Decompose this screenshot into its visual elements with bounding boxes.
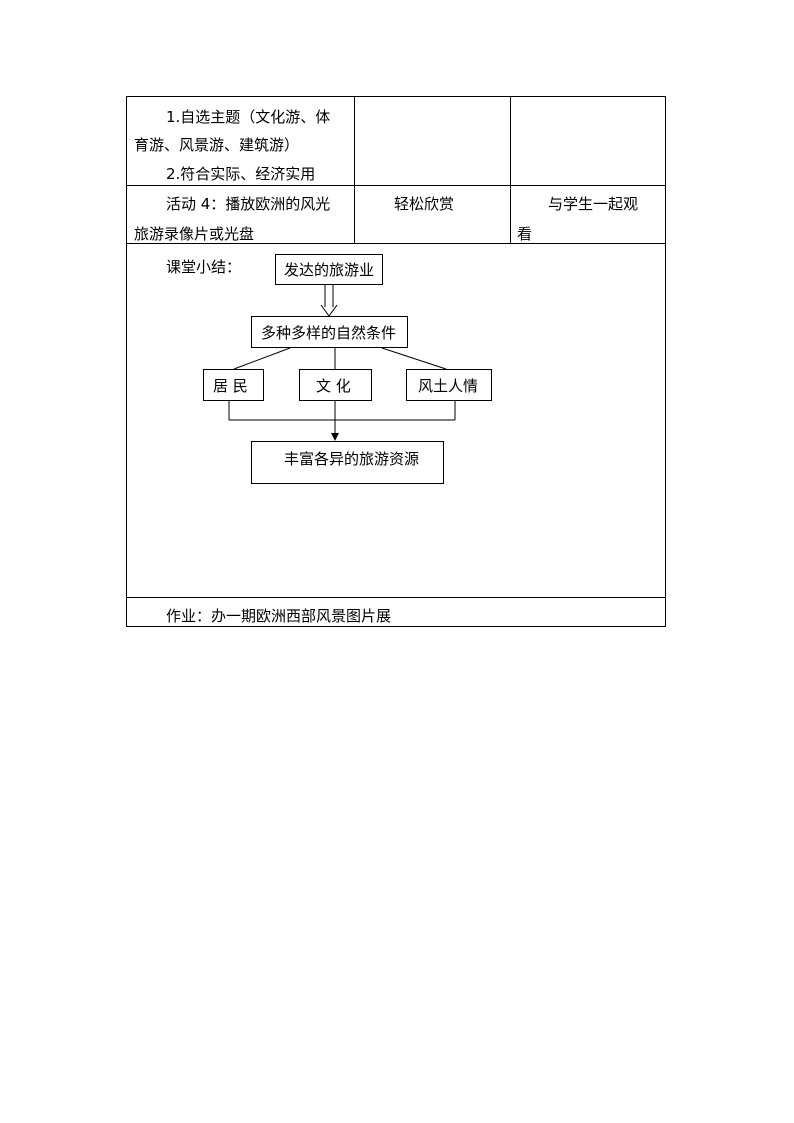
lesson-table bbox=[126, 96, 666, 627]
diagram-branch-right-box: 风土人情 bbox=[406, 369, 492, 401]
student-activity: 轻松欣赏 bbox=[394, 195, 455, 213]
diagram-bottom-box: 丰富各异的旅游资源 bbox=[251, 441, 444, 484]
summary-label: 课堂小结： bbox=[166, 258, 242, 276]
diagram-branch-right-text: 风土人情 bbox=[418, 376, 479, 395]
arrow-head bbox=[331, 433, 339, 441]
requirement-line-2: 育游、风景游、建筑游） bbox=[134, 136, 300, 154]
diagram-bottom-text: 丰富各异的旅游资源 bbox=[284, 450, 420, 468]
activity-line-1: 活动 4：播放欧洲的风光 bbox=[166, 195, 331, 213]
diagram-middle-text: 多种多样的自然条件 bbox=[261, 323, 397, 342]
teacher-activity-line-2: 看 bbox=[517, 225, 533, 243]
teacher-activity-line-1: 与学生一起观 bbox=[548, 195, 639, 213]
double-arrow bbox=[320, 285, 338, 317]
connector-left-branch bbox=[233, 347, 291, 370]
table-row-divider bbox=[126, 185, 666, 186]
table-column-divider bbox=[354, 96, 355, 244]
homework-text: 作业：办一期欧洲西部风景图片展 bbox=[166, 607, 392, 625]
diagram-branch-left-box: 居 民 bbox=[203, 369, 264, 401]
diagram-branch-center-box: 文 化 bbox=[299, 369, 372, 401]
diagram-middle-box: 多种多样的自然条件 bbox=[251, 316, 408, 348]
diagram-branch-left-text: 居 民 bbox=[213, 376, 248, 395]
diagram-top-text: 发达的旅游业 bbox=[284, 261, 375, 279]
table-column-divider bbox=[510, 96, 511, 244]
requirement-line-3: 2.符合实际、经济实用 bbox=[166, 165, 316, 183]
diagram-branch-center-text: 文 化 bbox=[316, 376, 351, 395]
requirement-line-1: 1.自选主题（文化游、体 bbox=[166, 108, 331, 126]
diagram-top-box: 发达的旅游业 bbox=[275, 254, 383, 285]
table-row-divider bbox=[126, 243, 666, 244]
activity-line-2: 旅游录像片或光盘 bbox=[134, 225, 255, 243]
connector-right-branch bbox=[381, 347, 447, 370]
table-row-divider bbox=[126, 597, 666, 598]
